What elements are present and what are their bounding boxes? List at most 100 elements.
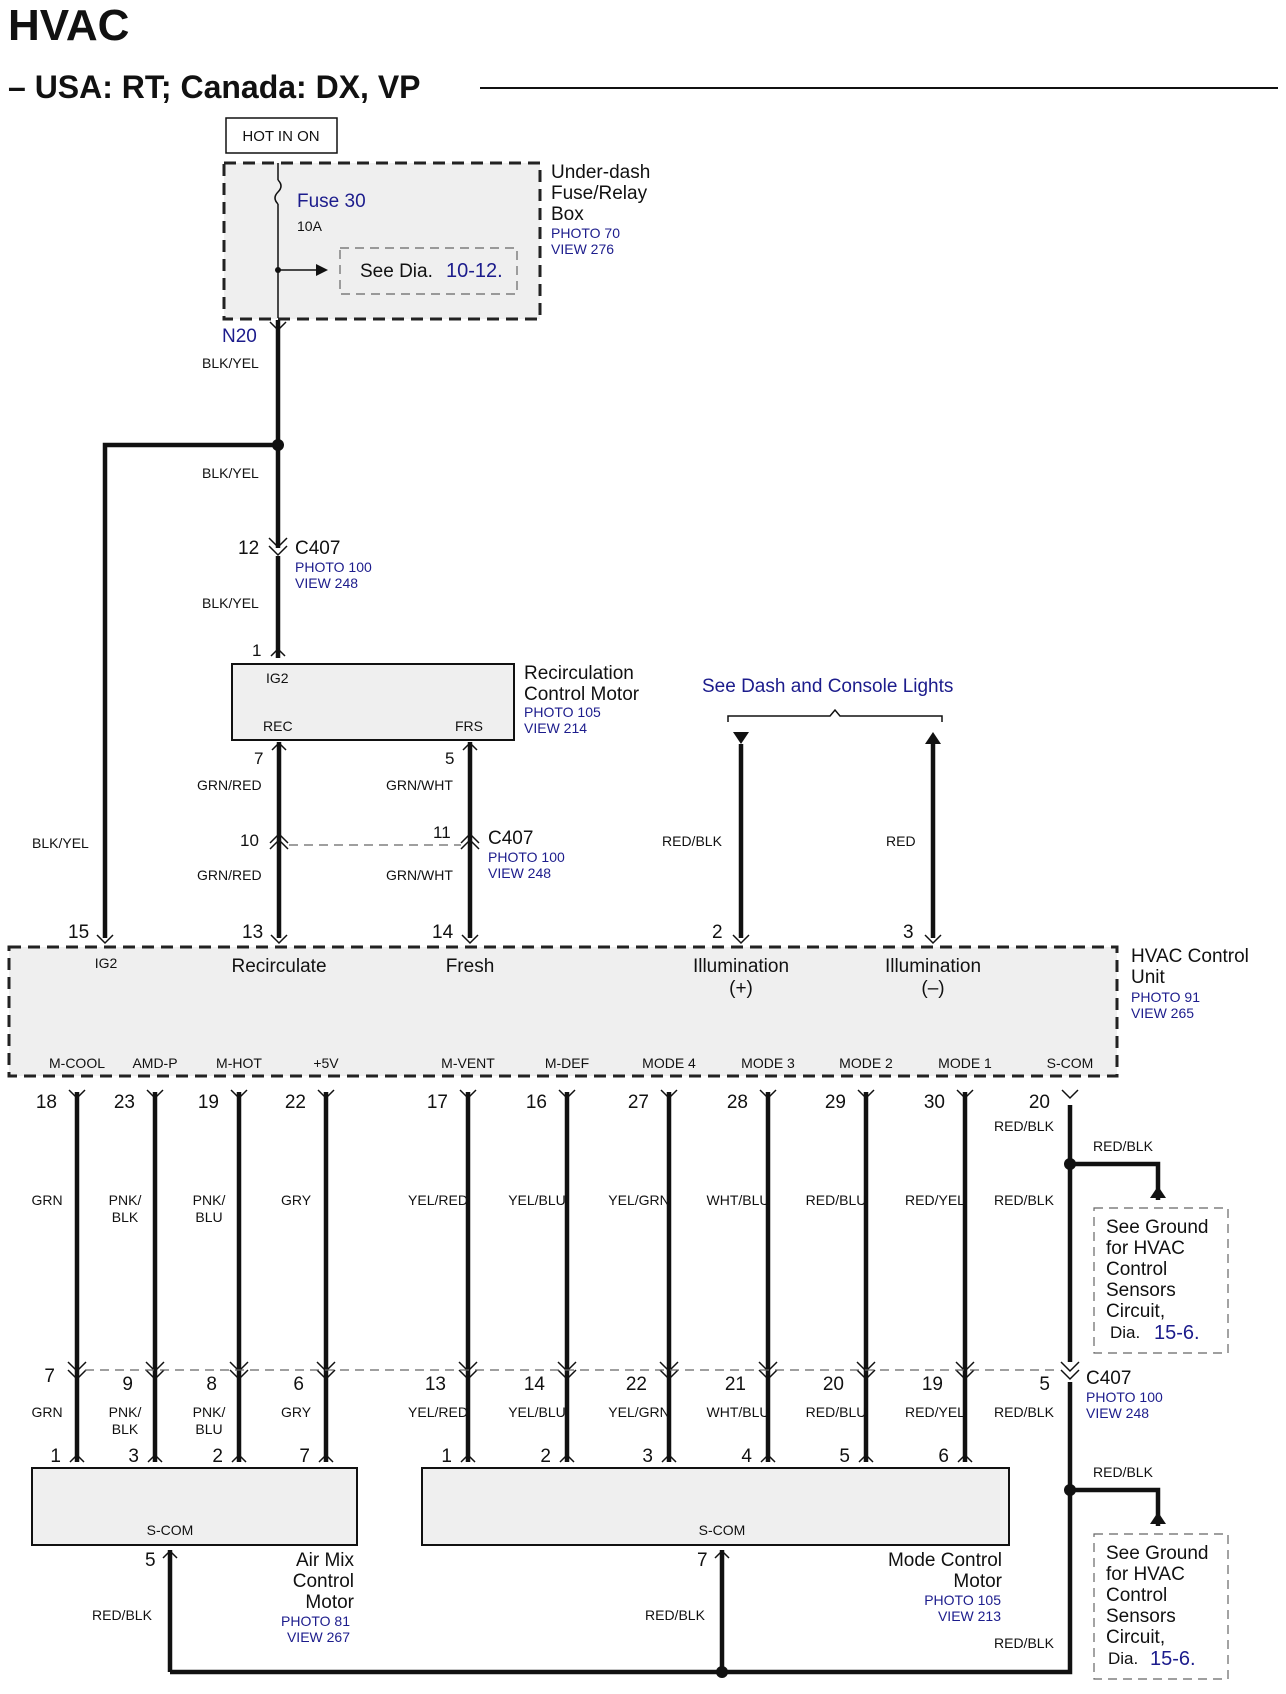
pin-label: Recirculate — [231, 956, 326, 977]
pin-number: 7 — [44, 1366, 55, 1387]
wire-color: RED/BLK — [994, 1118, 1055, 1134]
connector-symbol — [145, 1361, 165, 1381]
pin-number: 9 — [122, 1374, 133, 1395]
pin-number: 13 — [242, 922, 263, 943]
fusebox-name: Box — [551, 204, 584, 225]
ground-reference-1[interactable]: See Ground for HVAC Control Sensors Circ… — [1093, 1207, 1229, 1354]
ground-text: Control — [1106, 1585, 1167, 1606]
pin-label: Fresh — [446, 956, 495, 977]
dash-lights-link[interactable]: See Dash and Console Lights — [702, 676, 953, 697]
fusebox-view[interactable]: VIEW 276 — [551, 241, 614, 257]
wire-color: RED/BLK — [994, 1192, 1055, 1208]
pin-label: AMD-P — [132, 1055, 177, 1071]
wire-color: RED/BLK — [662, 833, 723, 849]
connector-symbol — [147, 1453, 163, 1463]
component-view[interactable]: VIEW 214 — [524, 720, 587, 736]
wire-color: YEL/RED — [408, 1404, 468, 1420]
component-name: Motor — [953, 1571, 1002, 1592]
wire-color: GRN/WHT — [386, 777, 453, 793]
component-photo[interactable]: PHOTO 105 — [924, 1592, 1001, 1608]
wire-color: RED/YEL — [905, 1404, 965, 1420]
pin-label: M-COOL — [49, 1055, 105, 1071]
pin-number: 3 — [903, 922, 914, 943]
wire-color: YEL/BLU — [508, 1404, 566, 1420]
component-photo[interactable]: PHOTO 105 — [524, 704, 601, 720]
connector-view[interactable]: VIEW 248 — [1086, 1405, 1149, 1421]
pin-number: 10 — [240, 831, 259, 850]
wire-color: GRN/RED — [197, 867, 262, 883]
connector-symbol — [661, 1453, 677, 1463]
arrow-down-icon — [733, 732, 749, 744]
wire-color: GRY — [281, 1404, 312, 1420]
pin-number: 8 — [206, 1374, 217, 1395]
component-name: Unit — [1131, 967, 1166, 988]
see-dia-box — [339, 247, 518, 295]
connector-view[interactable]: VIEW 248 — [295, 575, 358, 591]
pin-label: MODE 1 — [938, 1055, 992, 1071]
pin-number: 2 — [712, 922, 723, 943]
wire-color: BLU — [195, 1209, 222, 1225]
ground-text: Control — [1106, 1259, 1167, 1280]
pin-number: 20 — [1029, 1092, 1050, 1113]
ground-text: Sensors — [1106, 1606, 1176, 1627]
wire-color: PNK/ — [109, 1404, 142, 1420]
component-photo[interactable]: PHOTO 81 — [281, 1613, 350, 1629]
connector-view[interactable]: VIEW 248 — [488, 865, 551, 881]
wire-color: RED/BLU — [806, 1404, 867, 1420]
wire-color: YEL/GRN — [608, 1404, 669, 1420]
wire-color: YEL/GRN — [608, 1192, 669, 1208]
wire-color: BLU — [195, 1421, 222, 1437]
see-dia-link[interactable]: 10-12. — [446, 260, 503, 282]
ground-dia-link[interactable]: 15-6. — [1154, 1322, 1200, 1344]
wire-color: BLK/YEL — [32, 835, 89, 851]
connector-symbol — [957, 1453, 973, 1463]
connector-symbol — [316, 1361, 336, 1381]
component-photo[interactable]: PHOTO 91 — [1131, 989, 1200, 1005]
pin-label: Illumination — [693, 956, 789, 977]
connector-symbol — [659, 1361, 679, 1381]
connector-photo[interactable]: PHOTO 100 — [295, 559, 372, 575]
pin-number: 29 — [825, 1092, 846, 1113]
connector-symbol — [856, 1361, 876, 1381]
pin-number: 22 — [285, 1092, 306, 1113]
component-view[interactable]: VIEW 213 — [938, 1608, 1001, 1624]
pin-number: 14 — [432, 922, 454, 943]
component-view[interactable]: VIEW 265 — [1131, 1005, 1194, 1021]
connector-symbol — [1061, 1089, 1079, 1100]
pin-label: S-COM — [147, 1522, 194, 1538]
connector-symbol — [557, 1361, 577, 1381]
wire-color: RED/YEL — [905, 1192, 965, 1208]
recirculation-motor-box — [231, 663, 515, 741]
pin-number: 11 — [433, 823, 451, 842]
connector-symbol — [559, 1453, 575, 1463]
ground-reference-2[interactable]: See Ground for HVAC Control Sensors Circ… — [1093, 1533, 1229, 1680]
pin-number: 3 — [642, 1446, 653, 1467]
connector-photo[interactable]: PHOTO 100 — [1086, 1389, 1163, 1405]
pin-number: 2 — [540, 1446, 551, 1467]
arrow-up-icon — [1150, 1512, 1166, 1524]
pin-number: 23 — [114, 1092, 135, 1113]
component-view[interactable]: VIEW 267 — [287, 1629, 350, 1645]
connector-symbol — [458, 1361, 478, 1381]
connector-photo[interactable]: PHOTO 100 — [488, 849, 565, 865]
wire-color: PNK/ — [109, 1192, 142, 1208]
connector-symbol — [268, 537, 288, 557]
wire-color: WHT/BLU — [707, 1404, 770, 1420]
wire-color: RED/BLK — [1093, 1138, 1154, 1154]
pin-label: S-COM — [699, 1522, 746, 1538]
pin-number: 6 — [293, 1374, 304, 1395]
pin-number: 21 — [725, 1374, 746, 1395]
mode-motor-box — [421, 1467, 1010, 1546]
pin-label: IG2 — [95, 955, 118, 971]
fuse-symbol — [274, 179, 282, 205]
wire-color: YEL/BLU — [508, 1192, 566, 1208]
pin-number: 22 — [626, 1374, 647, 1395]
ground-dia-link[interactable]: 15-6. — [1150, 1648, 1196, 1670]
pin-label: M-HOT — [216, 1055, 262, 1071]
pin-number: 14 — [524, 1374, 546, 1395]
connector-symbol — [67, 1361, 87, 1381]
splice — [716, 1666, 728, 1678]
fusebox-photo[interactable]: PHOTO 70 — [551, 225, 620, 241]
component-name: Mode Control — [888, 1550, 1002, 1571]
wire-color: PNK/ — [193, 1404, 226, 1420]
